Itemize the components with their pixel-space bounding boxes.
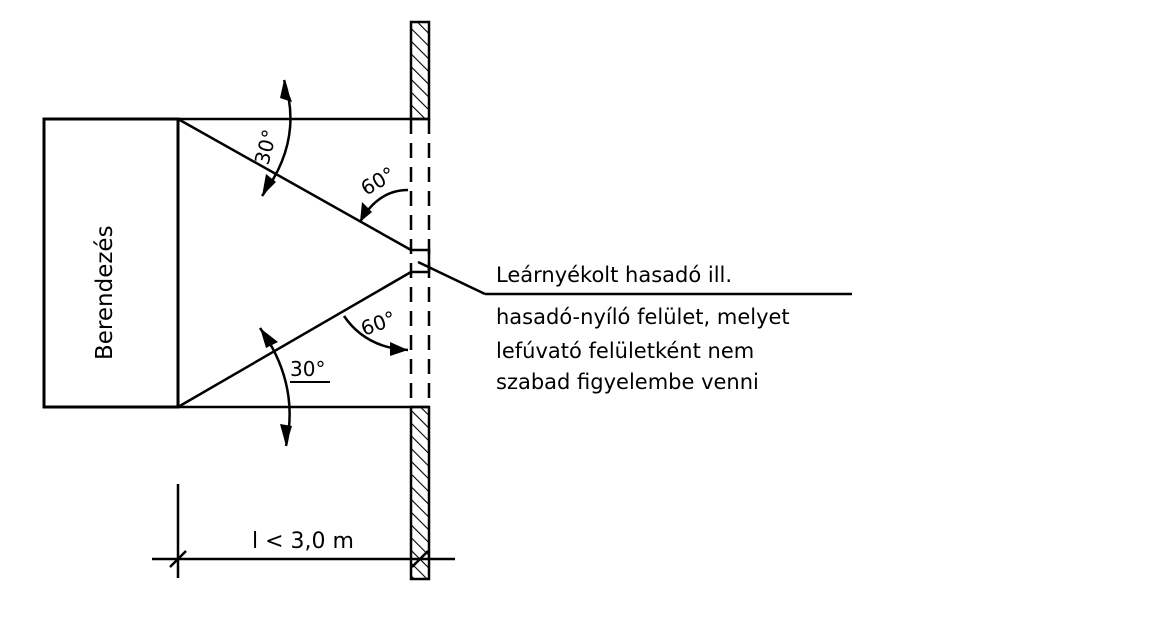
note-line-4: szabad figyelembe venni: [496, 370, 759, 394]
lower-30-arrow-top: [260, 328, 278, 348]
upper-shadow-line: [177, 117, 412, 252]
lower-30-arrow-bottom: [280, 424, 292, 446]
equipment-box: [42, 117, 180, 409]
upper-wall: [409, 20, 431, 121]
note-line-1: Leárnyékolt hasadó ill.: [496, 263, 732, 287]
upper-30-arrow-top: [280, 80, 292, 102]
shaded-area-marker: [411, 248, 431, 274]
dimension-label: l < 3,0 m: [252, 529, 354, 554]
lower-60-arrow: [390, 342, 408, 356]
dimension-tick-left: [169, 550, 187, 568]
upper-30-label: 30°: [250, 127, 282, 167]
upper-60-arrow: [360, 202, 372, 222]
leader-line: [417, 260, 486, 296]
lower-30-label: 30°: [290, 357, 325, 381]
equipment-label: Berendezés: [92, 225, 118, 360]
upper-30-arrow-bottom: [262, 174, 276, 196]
lower-60-label: 60°: [358, 306, 400, 341]
dimension-tick-right: [411, 550, 429, 568]
note-line-3: lefúvató felületként nem: [496, 339, 754, 363]
note-line-2: hasadó-nyíló felület, melyet: [496, 305, 790, 329]
upper-60-label: 60°: [357, 162, 400, 201]
lower-shadow-line: [177, 270, 412, 409]
